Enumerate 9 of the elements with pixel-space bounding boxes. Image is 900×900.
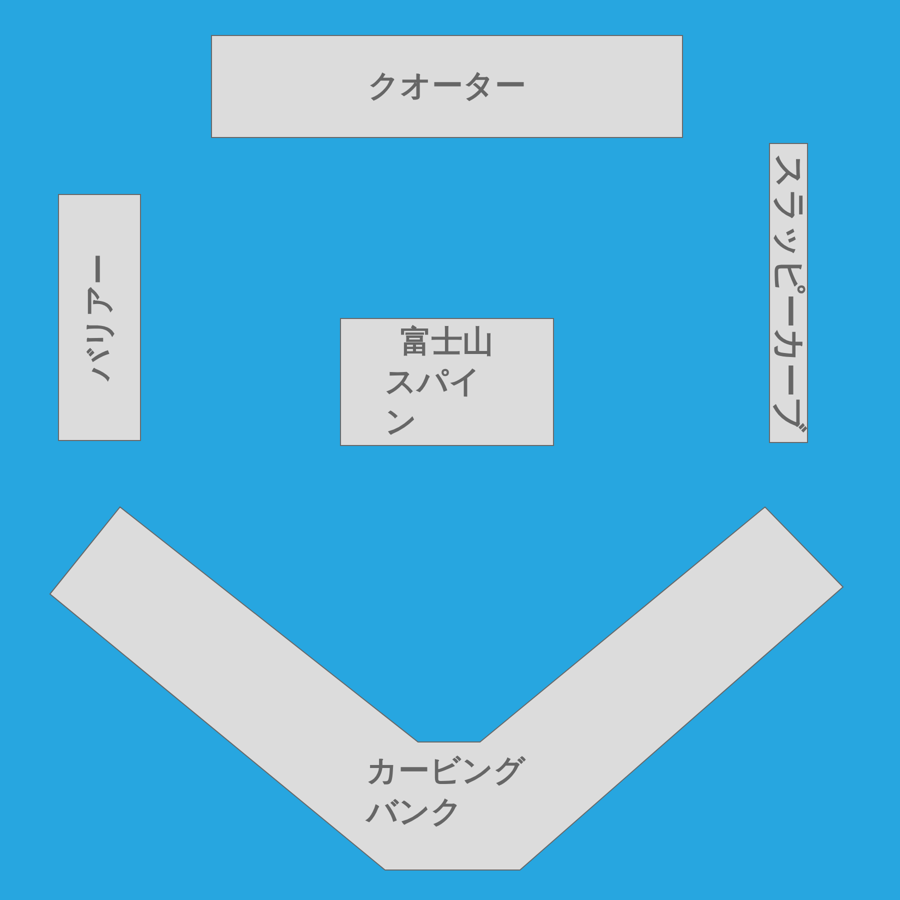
node-label: 富士山スパイン xyxy=(385,322,494,442)
node-label: クオーター xyxy=(368,67,526,106)
ramp-block xyxy=(211,35,683,138)
ramp-block xyxy=(58,194,141,441)
v-ramp xyxy=(49,506,845,872)
ramp-block xyxy=(340,318,554,446)
node-label: バリアー xyxy=(80,254,118,381)
node-label: スラッピーカーブ xyxy=(768,154,810,432)
node-label: カービングバンク xyxy=(366,752,527,832)
